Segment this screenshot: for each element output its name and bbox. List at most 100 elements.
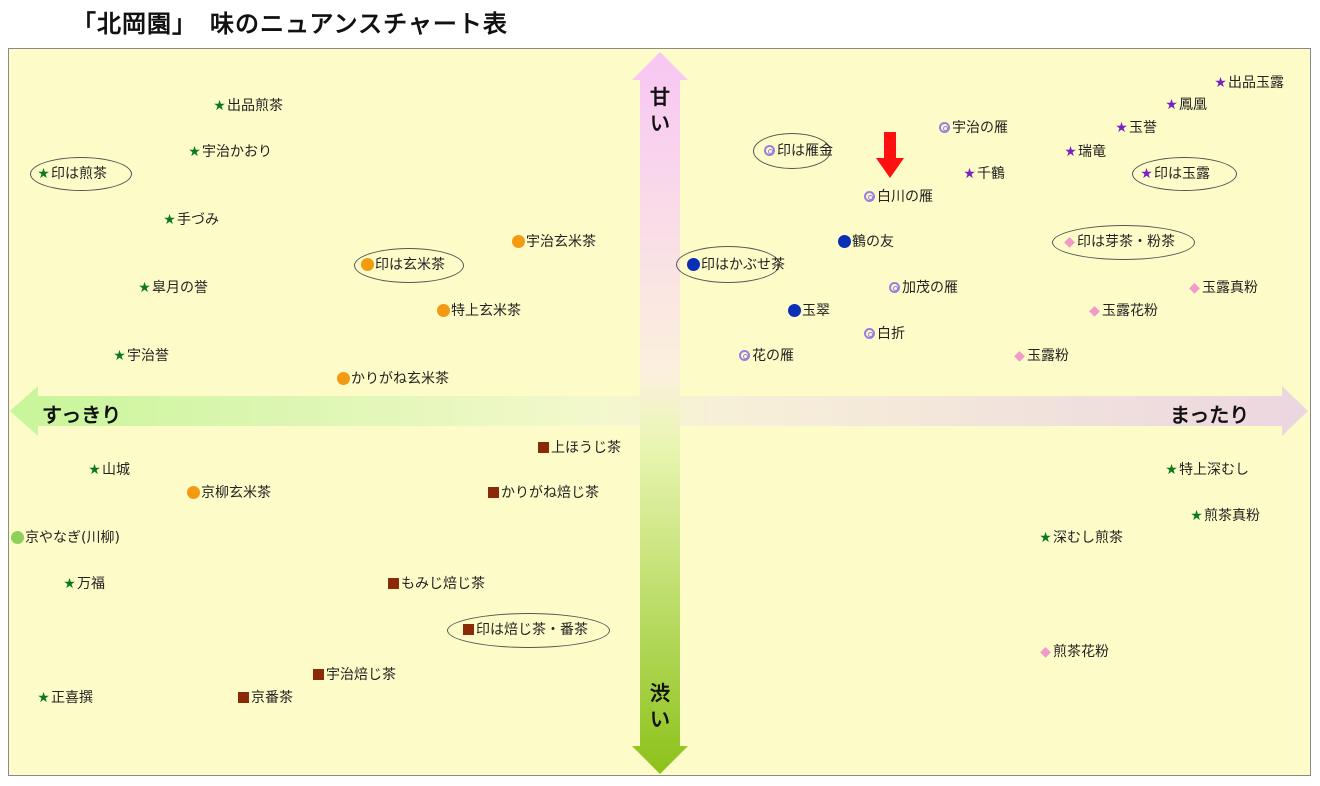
tea-item-label: 花の雁: [752, 348, 794, 364]
house-blend-ellipse: [354, 248, 464, 283]
tea-item: ★深むし煎茶: [1038, 529, 1123, 547]
tea-item-label: 鶴の友: [852, 234, 894, 250]
tea-item-label: 印はかぶせ茶: [701, 257, 785, 273]
ring-marker-icon: [864, 191, 875, 202]
tea-item-label: 煎茶花粉: [1053, 644, 1109, 660]
tea-item-label: 瑞竜: [1078, 144, 1106, 160]
tea-item: ★出品煎茶: [212, 97, 283, 115]
tea-item-label: 印は焙じ茶・番茶: [476, 622, 588, 638]
tea-item-label: 京やなぎ(川柳): [25, 530, 120, 546]
star-marker-icon: ★: [1214, 75, 1227, 91]
ring-marker-icon: [864, 328, 875, 339]
tea-item: ★特上深むし: [1164, 461, 1249, 479]
star-marker-icon: ★: [1165, 97, 1178, 113]
axis-label-refreshing: すっきり: [42, 403, 122, 427]
tea-item: ★正喜撰: [36, 689, 93, 707]
star-marker-icon: ★: [188, 144, 201, 160]
circle-marker-icon: [512, 235, 525, 248]
star-marker-icon: ★: [1064, 144, 1077, 160]
star-marker-icon: ★: [213, 98, 226, 114]
tea-item: 宇治玄米茶: [511, 233, 596, 251]
star-marker-icon: ★: [1190, 508, 1203, 524]
star-marker-icon: ★: [1115, 120, 1128, 136]
tea-item: ★煎茶真粉: [1189, 507, 1260, 525]
tea-item-label: 玉誉: [1129, 120, 1157, 136]
tea-item: 京柳玄米茶: [186, 484, 271, 502]
star-marker-icon: ★: [1039, 530, 1052, 546]
tea-item: ★玉誉: [1114, 119, 1157, 137]
star-marker-icon: ★: [963, 166, 976, 182]
star-marker-icon: ★: [37, 690, 50, 706]
tea-item-label: 京柳玄米茶: [201, 485, 271, 501]
tea-item-label: 上ほうじ茶: [551, 440, 621, 456]
tea-item-label: 山城: [102, 462, 130, 478]
square-marker-icon: [488, 487, 499, 498]
house-blend-ellipse: [676, 246, 780, 283]
house-blend-ellipse: [1132, 157, 1237, 191]
axis-label-mellow: まったり: [1170, 403, 1250, 427]
tea-item: 印は焙じ茶・番茶: [461, 621, 588, 639]
square-marker-icon: [313, 669, 324, 680]
ring-marker-icon: [889, 282, 900, 293]
tea-item: ★山城: [87, 461, 130, 479]
house-blend-ellipse: [753, 133, 831, 169]
vertical-axis-arrow: [632, 52, 688, 774]
circle-marker-icon: [361, 258, 374, 271]
tea-item: ★手づみ: [162, 211, 219, 229]
star-marker-icon: ★: [1165, 462, 1178, 478]
tea-item-label: 宇治の雁: [952, 120, 1008, 136]
tea-item-label: 宇治玄米茶: [526, 234, 596, 250]
tea-item-label: 出品煎茶: [227, 98, 283, 114]
tea-item: ★万福: [62, 575, 105, 593]
house-blend-ellipse: [1052, 225, 1195, 260]
tea-item: 京やなぎ(川柳): [10, 529, 120, 547]
axis-label-sweet: 甘い: [650, 85, 670, 135]
tea-item-label: 深むし煎茶: [1053, 530, 1123, 546]
tea-item-label: 宇治誉: [127, 348, 169, 364]
tea-item: 宇治焙じ茶: [311, 666, 396, 684]
tea-item-label: 千鶴: [977, 166, 1005, 182]
diamond-marker-icon: ◆: [1014, 348, 1025, 364]
tea-item-label: 鳳凰: [1179, 97, 1207, 113]
tea-item-label: 印は芽茶・粉茶: [1077, 234, 1175, 250]
tea-item: 特上玄米茶: [436, 302, 521, 320]
tea-item-label: 京番茶: [251, 690, 293, 706]
star-marker-icon: ★: [113, 348, 126, 364]
tea-item: かりがね焙じ茶: [486, 484, 599, 502]
square-marker-icon: [463, 624, 474, 635]
tea-item-label: 印は玄米茶: [375, 257, 445, 273]
tea-item: 印は玄米茶: [360, 256, 445, 274]
diamond-marker-icon: ◆: [1189, 280, 1200, 296]
tea-item-label: 印は煎茶: [51, 166, 107, 182]
tea-item: 上ほうじ茶: [536, 439, 621, 457]
circle-marker-icon: [187, 486, 200, 499]
tea-item-label: かりがね玄米茶: [351, 371, 449, 387]
tea-item: もみじ焙じ茶: [386, 575, 485, 593]
tea-item: ★印は煎茶: [36, 165, 107, 183]
tea-item-label: 皐月の誉: [152, 280, 208, 296]
tea-item: 印は雁金: [762, 142, 833, 160]
ring-marker-icon: [939, 122, 950, 133]
ring-marker-icon: [764, 145, 775, 156]
tea-item-label: 出品玉露: [1228, 75, 1284, 91]
tea-item-label: かりがね焙じ茶: [501, 485, 599, 501]
circle-marker-icon: [788, 304, 801, 317]
tea-item-label: 白川の雁: [877, 189, 933, 205]
tea-item-label: 玉翠: [802, 303, 830, 319]
star-marker-icon: ★: [163, 212, 176, 228]
page-title: 「北岡園」 味のニュアンスチャート表: [72, 10, 508, 38]
tea-item-label: 玉露真粉: [1202, 280, 1258, 296]
tea-item: ◆玉露花粉: [1087, 302, 1158, 320]
tea-item-label: 玉露粉: [1027, 348, 1069, 364]
tea-item-label: 特上深むし: [1179, 462, 1249, 478]
axis-label-astringent: 渋い: [650, 681, 670, 731]
circle-marker-icon: [838, 235, 851, 248]
tea-item-label: 正喜撰: [51, 690, 93, 706]
tea-item: ★宇治誉: [112, 347, 169, 365]
star-marker-icon: ★: [138, 280, 151, 296]
tea-item-label: 玉露花粉: [1102, 303, 1158, 319]
tea-item: ★印は玉露: [1139, 165, 1210, 183]
tea-item: ◆印は芽茶・粉茶: [1062, 233, 1175, 251]
square-marker-icon: [238, 692, 249, 703]
tea-item: 花の雁: [737, 347, 794, 365]
